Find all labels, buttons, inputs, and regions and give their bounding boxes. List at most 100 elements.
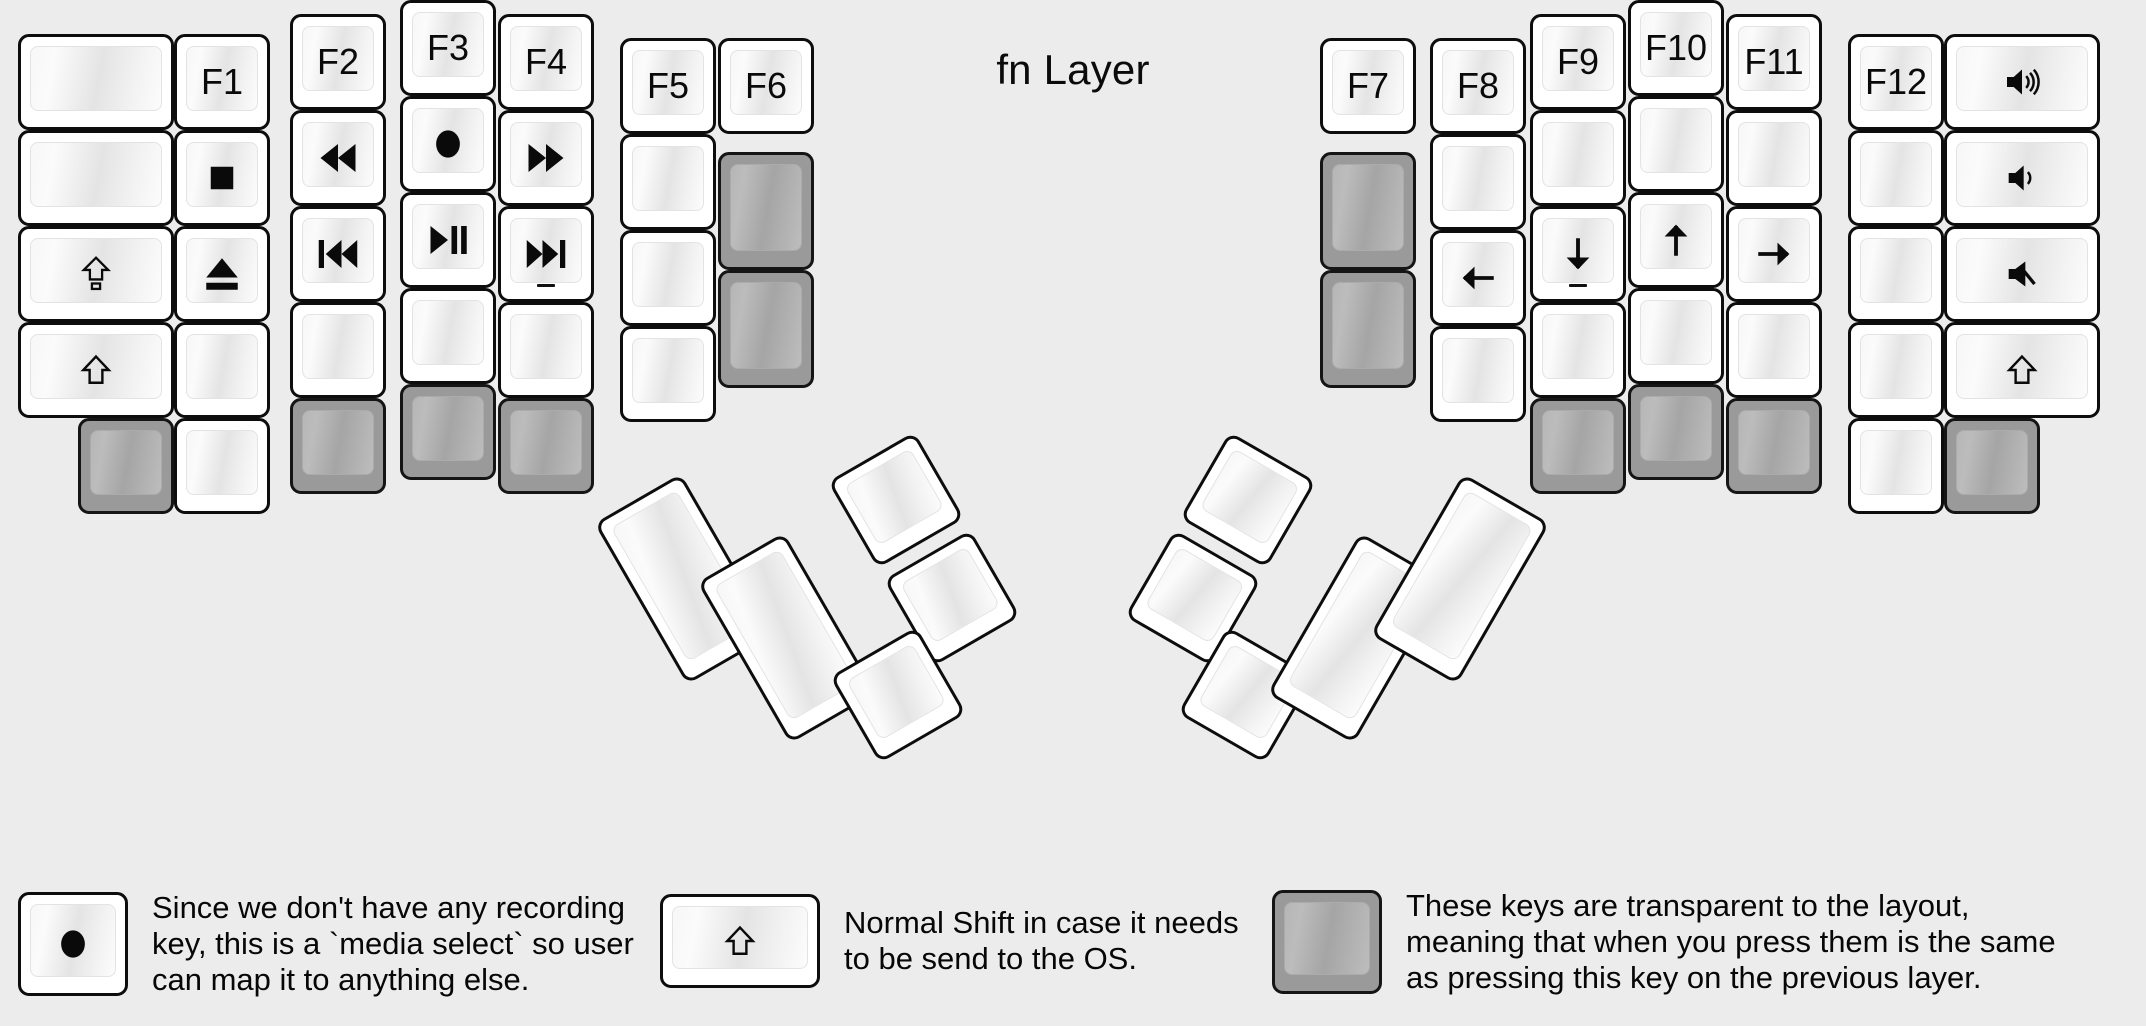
key-blank-r-c5-r4[interactable] xyxy=(1726,302,1822,398)
key-blank-l-c7-r2[interactable] xyxy=(718,152,814,270)
keycap-surface xyxy=(1284,901,1370,975)
key-blank-l-c1-r2[interactable] xyxy=(18,130,174,226)
key-blank-r-c5-r5[interactable] xyxy=(1726,398,1822,494)
key-blank-r-c2-r4[interactable] xyxy=(1430,326,1526,422)
key-arrow-right-r-c5-r3[interactable] xyxy=(1726,206,1822,302)
key-blank-r-c2-r2[interactable] xyxy=(1430,134,1526,230)
key-blank-l-c6-r3[interactable] xyxy=(620,230,716,326)
key-f2-l-c3-r1[interactable]: F2 xyxy=(290,14,386,110)
key-media-prev-l-c3-r3[interactable] xyxy=(290,206,386,302)
key-blank-l-c2-r5[interactable] xyxy=(174,418,270,514)
key-shift-arrow-r-c7-r4[interactable] xyxy=(1944,322,2100,418)
keycap-surface xyxy=(30,46,162,111)
key-f6-l-c7-r1[interactable]: F6 xyxy=(718,38,814,134)
key-blank-l-c4-r5[interactable] xyxy=(400,384,496,480)
key-label: F9 xyxy=(1556,41,1599,82)
key-label xyxy=(1729,113,1819,203)
keycap-surface xyxy=(412,204,484,269)
key-volume-up-r-c7-r1[interactable] xyxy=(1944,34,2100,130)
key-f12-r-c6-r1[interactable]: F12 xyxy=(1848,34,1944,130)
key-blank-l-c5-r5[interactable] xyxy=(498,398,594,494)
key-f11-r-c5-r1[interactable]: F11 xyxy=(1726,14,1822,110)
key-blank-l-c1-r5[interactable] xyxy=(78,418,174,514)
keycap-surface xyxy=(1738,410,1810,475)
key-label xyxy=(1729,305,1819,395)
key-f3-l-c4-r1[interactable]: F3 xyxy=(400,0,496,96)
keycap-surface xyxy=(1956,430,2028,495)
key-blank-r-c6-r2[interactable] xyxy=(1848,130,1944,226)
key-blank-l-c3-r4[interactable] xyxy=(290,302,386,398)
home-row-bump xyxy=(1569,284,1587,287)
key-label: F5 xyxy=(646,65,689,106)
key-volume-mute-r-c7-r3[interactable] xyxy=(1944,226,2100,322)
key-f8-r-c2-r1[interactable]: F8 xyxy=(1430,38,1526,134)
key-blank-r-c6-r3[interactable] xyxy=(1848,226,1944,322)
key-blank-r-c6-r4[interactable] xyxy=(1848,322,1944,418)
key-media-playpause-l-c4-r3[interactable] xyxy=(400,192,496,288)
key-f7-r-c1-r1[interactable]: F7 xyxy=(1320,38,1416,134)
key-blank-r-c6-r5[interactable] xyxy=(1848,418,1944,514)
keycap-surface xyxy=(412,300,484,365)
key-media-next-l-c5-r3[interactable] xyxy=(498,206,594,302)
legend-description-2: Normal Shift in case it needs to be send… xyxy=(844,905,1239,976)
key-blank-r-c3-r5[interactable] xyxy=(1530,398,1626,494)
keycap-surface xyxy=(1738,26,1810,91)
keycap-surface xyxy=(632,242,704,307)
key-record-circle-l-c4-r2[interactable] xyxy=(400,96,496,192)
key-capslock-l-c1-r3[interactable] xyxy=(18,226,174,322)
key-label xyxy=(623,329,713,419)
key-f5-l-c6-r1[interactable]: F5 xyxy=(620,38,716,134)
key-blank-r-c3-r2[interactable] xyxy=(1530,110,1626,206)
shift-arrow-icon xyxy=(1947,325,2097,415)
key-blank-l-c3-r5[interactable] xyxy=(290,398,386,494)
key-label: F4 xyxy=(524,41,567,82)
key-label xyxy=(21,37,171,127)
keycap-surface xyxy=(412,12,484,77)
key-blank-l-c4-r4[interactable] xyxy=(400,288,496,384)
key-label xyxy=(1851,421,1941,511)
keycap-surface xyxy=(1860,238,1932,303)
key-f4-l-c5-r1[interactable]: F4 xyxy=(498,14,594,110)
key-label: F1 xyxy=(200,61,243,102)
keycap-surface xyxy=(302,314,374,379)
key-blank-l-c6-r2[interactable] xyxy=(620,134,716,230)
keycap-surface xyxy=(1332,164,1404,251)
key-shift-arrow-l-c1-r4[interactable] xyxy=(18,322,174,418)
shift-arrow-icon xyxy=(21,325,171,415)
keycap-surface xyxy=(1956,334,2088,399)
key-blank-l-c2-r4[interactable] xyxy=(174,322,270,418)
key-blank-r-c1-r3[interactable] xyxy=(1320,270,1416,388)
key-blank-l-c1-r1[interactable] xyxy=(18,34,174,130)
key-blank-r-c4-r5[interactable] xyxy=(1628,384,1724,480)
key-media-fastforward-l-c5-r2[interactable] xyxy=(498,110,594,206)
key-arrow-up-r-c4-r3[interactable] xyxy=(1628,192,1724,288)
key-media-rewind-l-c3-r2[interactable] xyxy=(290,110,386,206)
key-blank-l-c6-r4[interactable] xyxy=(620,326,716,422)
key-media-eject-l-c2-r3[interactable] xyxy=(174,226,270,322)
key-blank-l-c5-r4[interactable] xyxy=(498,302,594,398)
key-blank-r-c4-r2[interactable] xyxy=(1628,96,1724,192)
legend-description-3: These keys are transparent to the layout… xyxy=(1406,888,2056,995)
key-label xyxy=(403,387,493,477)
key-blank-l-c7-r3[interactable] xyxy=(718,270,814,388)
key-blank-r-c3-r4[interactable] xyxy=(1530,302,1626,398)
keycap-surface xyxy=(510,410,582,475)
key-label xyxy=(1533,305,1623,395)
keycap-surface xyxy=(632,50,704,115)
keycap-surface xyxy=(30,334,162,399)
key-blank-r-c1-r2[interactable] xyxy=(1320,152,1416,270)
key-blank-r-c7-r5[interactable] xyxy=(1944,418,2040,514)
key-f1-l-c2-r1[interactable]: F1 xyxy=(174,34,270,130)
key-arrow-left-r-c2-r3[interactable] xyxy=(1430,230,1526,326)
key-media-stop-l-c2-r2[interactable] xyxy=(174,130,270,226)
key-blank-r-c4-r4[interactable] xyxy=(1628,288,1724,384)
key-f10-r-c4-r1[interactable]: F10 xyxy=(1628,0,1724,96)
key-arrow-down-r-c3-r3[interactable] xyxy=(1530,206,1626,302)
keycap-surface xyxy=(412,396,484,461)
key-f9-r-c3-r1[interactable]: F9 xyxy=(1530,14,1626,110)
keycap-surface xyxy=(1542,122,1614,187)
key-volume-down-r-c7-r2[interactable] xyxy=(1944,130,2100,226)
key-blank-r-c5-r2[interactable] xyxy=(1726,110,1822,206)
key-label xyxy=(1433,329,1523,419)
